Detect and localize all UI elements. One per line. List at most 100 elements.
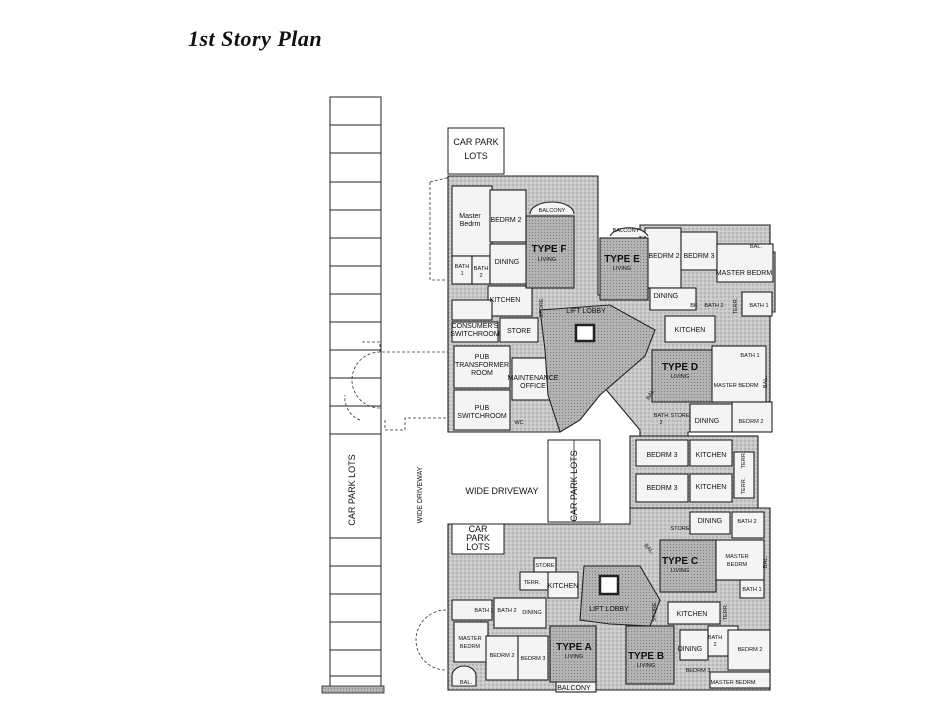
- svg-text:DINING: DINING: [654, 293, 679, 300]
- svg-text:LIVING: LIVING: [538, 257, 556, 263]
- svg-text:STORE: STORE: [670, 526, 689, 532]
- svg-text:STORE: STORE: [652, 602, 658, 621]
- svg-text:TERR.: TERR.: [723, 603, 729, 620]
- svg-text:CAR: CAR: [468, 524, 488, 534]
- svg-text:BATH 1: BATH 1: [740, 353, 759, 359]
- svg-text:BK: BK: [690, 303, 698, 309]
- svg-text:BALCONY: BALCONY: [539, 208, 566, 214]
- svg-text:LIVING: LIVING: [613, 266, 631, 272]
- lower-building: [447, 507, 771, 693]
- svg-text:BATH: BATH: [455, 264, 470, 270]
- svg-text:BATH 1: BATH 1: [474, 608, 493, 614]
- svg-text:KITCHEN: KITCHEN: [677, 611, 708, 618]
- car-park-lots-left-label: CAR PARK LOTS: [347, 454, 357, 525]
- svg-text:BATH 2: BATH 2: [704, 303, 723, 309]
- svg-text:BAL.: BAL.: [646, 387, 657, 401]
- svg-text:LOTS: LOTS: [466, 542, 490, 552]
- upper-building: [447, 175, 776, 437]
- svg-text:BATH: BATH: [474, 266, 489, 272]
- svg-text:BATH 1: BATH 1: [742, 587, 761, 593]
- svg-text:LOTS: LOTS: [464, 151, 488, 161]
- svg-text:LIVING: LIVING: [565, 654, 583, 660]
- svg-text:DINING: DINING: [495, 259, 520, 266]
- svg-text:BAL.: BAL.: [763, 555, 769, 568]
- svg-text:BALCONY: BALCONY: [557, 685, 591, 692]
- svg-text:SWITCHROOM: SWITCHROOM: [457, 413, 507, 420]
- svg-text:MASTER BEDRM: MASTER BEDRM: [713, 383, 758, 389]
- svg-text:2: 2: [659, 420, 662, 426]
- svg-text:STORE: STORE: [507, 328, 531, 335]
- driveway-curves: [344, 175, 456, 431]
- svg-text:KITCHEN: KITCHEN: [696, 484, 727, 491]
- svg-text:TYPE D: TYPE D: [662, 362, 698, 373]
- svg-text:BEDRM 2: BEDRM 2: [490, 653, 515, 659]
- svg-text:DINING: DINING: [698, 518, 723, 525]
- svg-text:OFFICE: OFFICE: [520, 383, 546, 390]
- svg-text:BEDRM 2: BEDRM 2: [738, 647, 763, 653]
- svg-text:PARK: PARK: [466, 533, 490, 543]
- svg-text:STORE: STORE: [535, 563, 554, 569]
- type-b-labels: STORE KITCHEN TERR. BATH 2 DINING BEDRM …: [557, 602, 762, 692]
- svg-text:LIFT LOBBY: LIFT LOBBY: [566, 308, 606, 315]
- svg-text:TYPE A: TYPE A: [556, 642, 592, 653]
- svg-text:BALCONY: BALCONY: [613, 228, 640, 234]
- type-a-labels: STORE TERR. KITCHEN BATH 1 BATH 2 DINING…: [458, 563, 592, 686]
- svg-text:1: 1: [460, 271, 463, 277]
- bottom-left-hatch: [321, 685, 385, 694]
- svg-text:DINING: DINING: [678, 646, 703, 653]
- svg-text:KITCHEN: KITCHEN: [490, 297, 521, 304]
- svg-text:TRANSFORMER: TRANSFORMER: [455, 362, 509, 369]
- svg-text:BAL.: BAL.: [763, 375, 769, 388]
- svg-text:BEDRM 3: BEDRM 3: [646, 485, 677, 492]
- svg-text:BEDRM 3: BEDRM 3: [686, 668, 711, 674]
- svg-text:TERR.: TERR.: [733, 297, 739, 314]
- svg-text:KITCHEN: KITCHEN: [696, 452, 727, 459]
- svg-text:2: 2: [713, 642, 716, 648]
- svg-text:BEDRM 3: BEDRM 3: [521, 656, 546, 662]
- svg-text:Master: Master: [459, 213, 481, 220]
- svg-text:BEDRM: BEDRM: [460, 644, 481, 650]
- svg-text:BEDRM: BEDRM: [727, 562, 748, 568]
- svg-text:TERR.: TERR.: [741, 477, 747, 494]
- plan-title: 1st Story Plan: [188, 26, 323, 51]
- svg-text:CAR PARK: CAR PARK: [453, 137, 498, 147]
- svg-text:TYPE C: TYPE C: [662, 556, 698, 567]
- svg-text:BATH: BATH: [654, 413, 669, 419]
- svg-text:MASTER BEDRM: MASTER BEDRM: [710, 680, 755, 686]
- svg-text:BEDRM 3: BEDRM 3: [683, 253, 714, 260]
- svg-text:STORE: STORE: [539, 298, 545, 317]
- svg-text:BATH: BATH: [708, 635, 723, 641]
- svg-text:PUB: PUB: [475, 354, 490, 361]
- left-car-park-strip: [329, 96, 382, 692]
- car-park-lots-bottom: CAR PARK LOTS: [451, 523, 505, 555]
- svg-text:TYPE F: TYPE F: [531, 244, 566, 255]
- svg-text:TERR.: TERR.: [524, 580, 541, 586]
- car-park-lots-mid: CAR PARK LOTS: [547, 439, 601, 523]
- svg-text:BEDRM 2: BEDRM 2: [490, 217, 521, 224]
- svg-text:LIVING: LIVING: [637, 663, 655, 669]
- svg-text:BATH 1: BATH 1: [749, 303, 768, 309]
- svg-text:CONSUMER'S: CONSUMER'S: [452, 323, 499, 330]
- svg-text:PUB: PUB: [475, 405, 490, 412]
- svg-text:CAR PARK LOTS: CAR PARK LOTS: [569, 450, 579, 521]
- svg-text:LIVING: LIVING: [671, 374, 689, 380]
- svg-text:BAL.: BAL.: [750, 244, 763, 250]
- type-f-labels: TYPE F LIVING Master Bedrm BEDRM 2 BALCO…: [455, 208, 567, 318]
- svg-text:LIVING: LIVING: [671, 568, 689, 574]
- svg-text:Bedrm: Bedrm: [460, 221, 481, 228]
- svg-text:LIFT LOBBY: LIFT LOBBY: [589, 606, 629, 613]
- middle-right-block: [629, 435, 759, 509]
- svg-text:STORE: STORE: [670, 413, 689, 419]
- svg-text:BEDRM 3: BEDRM 3: [646, 452, 677, 459]
- svg-text:MASTER: MASTER: [458, 636, 481, 642]
- svg-text:TERR.: TERR.: [741, 451, 747, 468]
- wide-driveway-horizontal-label: WIDE DRIVEWAY: [465, 486, 538, 496]
- svg-text:ROOM: ROOM: [471, 370, 493, 377]
- svg-text:BEDRM 2: BEDRM 2: [648, 253, 679, 260]
- svg-text:2: 2: [479, 273, 482, 279]
- svg-text:WC: WC: [514, 420, 523, 426]
- svg-text:KITCHEN: KITCHEN: [675, 327, 706, 334]
- svg-text:MAINTENANCE: MAINTENANCE: [508, 375, 559, 382]
- svg-text:MASTER BEDRM: MASTER BEDRM: [716, 270, 773, 277]
